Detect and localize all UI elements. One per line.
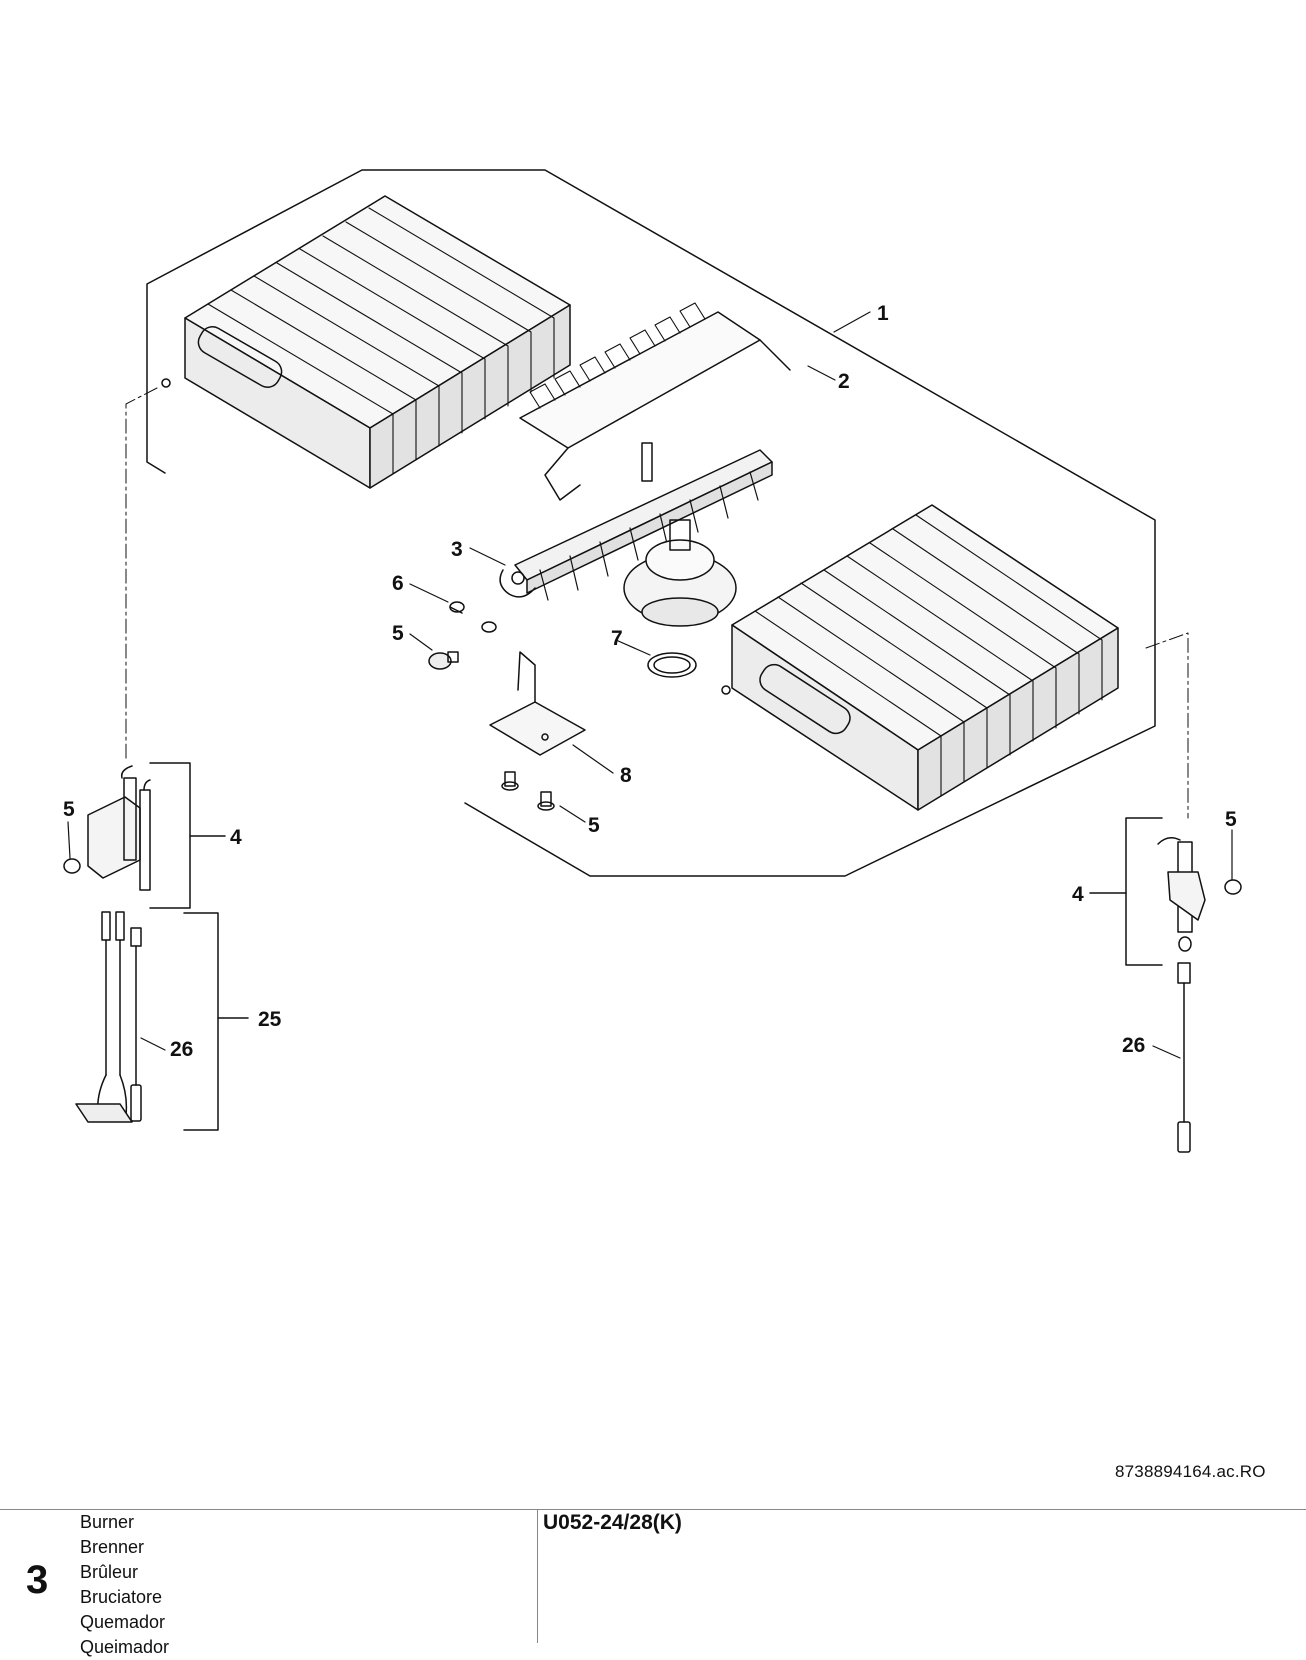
callout-5-right: 5 [1225, 808, 1237, 831]
footer-divider [537, 1509, 538, 1643]
gas-manifold [499, 442, 773, 601]
right-burner-bank [721, 504, 1119, 811]
screw-5-d [537, 791, 555, 811]
callout-5-center: 5 [392, 622, 404, 645]
flame-sensor-left [130, 927, 142, 1122]
callout-7: 7 [611, 627, 623, 650]
callout-26-right: 26 [1122, 1034, 1145, 1057]
screw-5-c [501, 771, 519, 791]
footer-rule [0, 1509, 1306, 1510]
o-ring [647, 652, 697, 678]
assembly-outline [146, 169, 1156, 877]
section-number: 3 [26, 1558, 49, 1602]
part-name-translations: Burner Brenner Brûleur Bruciatore Quemad… [80, 1510, 169, 1660]
model-number: U052-24/28(K) [543, 1511, 682, 1534]
callout-26-left: 26 [170, 1038, 193, 1061]
screw-5-b [481, 621, 497, 633]
document-reference: 8738894164.ac.RO [1115, 1462, 1266, 1481]
group-bracket-4-left [149, 762, 226, 909]
screw-5-f [1224, 879, 1242, 895]
exploded-parts-diagram: 1 2 3 6 5 7 8 5 5 4 5 4 25 26 26 [63, 169, 1242, 1153]
mounting-bracket [489, 651, 586, 756]
callout-5-left: 5 [63, 798, 75, 821]
part-name-pt: Queimador [80, 1637, 170, 1657]
regulator-housing [623, 519, 737, 627]
part-name-fr: Brûleur [80, 1562, 139, 1582]
flame-sensor-right [1177, 962, 1191, 1153]
callout-4-right: 4 [1072, 883, 1084, 906]
callout-8: 8 [620, 764, 632, 787]
callout-6: 6 [392, 572, 404, 595]
part-name-en: Burner [80, 1512, 135, 1532]
group-bracket-4-right [1089, 817, 1163, 966]
screw-5-e [63, 858, 81, 874]
part-name-es: Quemador [80, 1612, 166, 1632]
callout-5-lower: 5 [588, 814, 600, 837]
callout-4-left: 4 [230, 826, 242, 849]
part-name-de: Brenner [80, 1537, 145, 1557]
screw-5-a [428, 651, 459, 670]
callout-2: 2 [838, 370, 850, 393]
ignition-electrode-left [87, 765, 151, 891]
callout-25: 25 [258, 1008, 282, 1031]
comb-bracket [519, 302, 791, 501]
screw-6 [449, 601, 465, 614]
part-name-it: Bruciatore [80, 1587, 163, 1607]
callout-3: 3 [451, 538, 463, 561]
cable-harness [75, 911, 133, 1123]
group-bracket-25 [183, 912, 249, 1131]
callout-1: 1 [877, 302, 889, 325]
left-burner-bank [161, 195, 571, 489]
ignition-electrode-right [1157, 837, 1206, 952]
